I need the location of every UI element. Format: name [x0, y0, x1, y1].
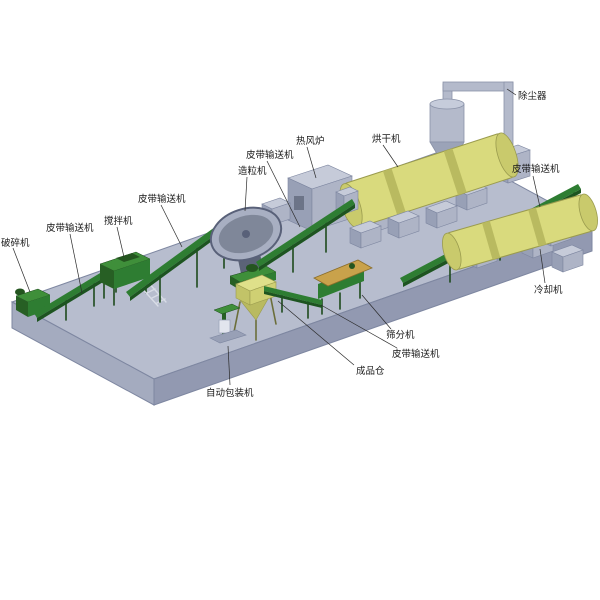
- granulator-motor: [246, 264, 258, 272]
- label-granulator-text: 造粒机: [238, 165, 267, 177]
- rotary-cooler: [442, 193, 598, 271]
- label-conveyor-4: 皮带输送机: [512, 163, 560, 208]
- label-granulator: 造粒机: [238, 165, 267, 212]
- label-packer: 自动包装机: [206, 345, 254, 399]
- label-crusher-text: 破碎机: [1, 237, 30, 249]
- label-dryer: 烘干机: [372, 133, 401, 168]
- label-conveyor-3-text: 皮带输送机: [246, 149, 294, 161]
- label-mixer: 搅拌机: [104, 215, 133, 258]
- label-screen: 筛分机: [361, 294, 415, 341]
- label-stove-text: 热风炉: [296, 135, 325, 147]
- foundation-blocks-front: [349, 200, 458, 249]
- label-conveyor-5-text: 皮带输送机: [392, 348, 440, 360]
- packer-base: [209, 329, 247, 344]
- labels: 破碎机 皮带输送机 搅拌机 皮带输送机 皮带输送机 造粒机 热风炉 烘干机: [1, 88, 563, 399]
- cyclone-top: [429, 98, 465, 110]
- belt-conveyor-3: [256, 199, 355, 273]
- label-conveyor-1: 皮带输送机: [46, 222, 94, 294]
- label-dryer-text: 烘干机: [372, 133, 401, 145]
- label-conveyor-5: 皮带输送机: [320, 304, 440, 360]
- belt-conveyor-5: [264, 286, 322, 319]
- packer-bag: [218, 319, 231, 334]
- cyclone-body: [429, 103, 465, 143]
- label-conveyor-4-text: 皮带输送机: [512, 163, 560, 175]
- screen-deck: [313, 259, 373, 287]
- label-cooler-text: 冷却机: [534, 284, 563, 296]
- label-packer-text: 自动包装机: [206, 387, 254, 399]
- stove-door: [294, 196, 304, 210]
- mixer: [99, 251, 167, 307]
- label-crusher: 破碎机: [1, 237, 31, 293]
- platform-front-face: [153, 224, 593, 406]
- packing-machine: [209, 303, 247, 344]
- label-bin-text: 成品仓: [356, 365, 385, 377]
- label-dust-collector: 除尘器: [506, 88, 547, 102]
- label-bin: 成品仓: [277, 300, 385, 377]
- label-screen-text: 筛分机: [386, 329, 415, 341]
- label-conveyor-1-text: 皮带输送机: [46, 222, 94, 234]
- label-stove: 热风炉: [296, 135, 325, 179]
- vibrating-screen: [313, 259, 373, 315]
- label-conveyor-2-text: 皮带输送机: [138, 193, 186, 205]
- horizontal-pipe: [442, 81, 514, 92]
- packer-head: [213, 303, 241, 315]
- label-conveyor-2: 皮带输送机: [138, 193, 186, 248]
- label-conveyor-3: 皮带输送机: [246, 149, 301, 228]
- granulator-hub: [242, 230, 250, 238]
- screen-motor: [349, 263, 355, 269]
- label-cooler: 冷却机: [534, 248, 563, 296]
- label-dust-collector-text: 除尘器: [518, 90, 547, 102]
- label-mixer-text: 搅拌机: [104, 215, 133, 227]
- mixer-hopper: [116, 253, 140, 262]
- crusher: [15, 288, 51, 317]
